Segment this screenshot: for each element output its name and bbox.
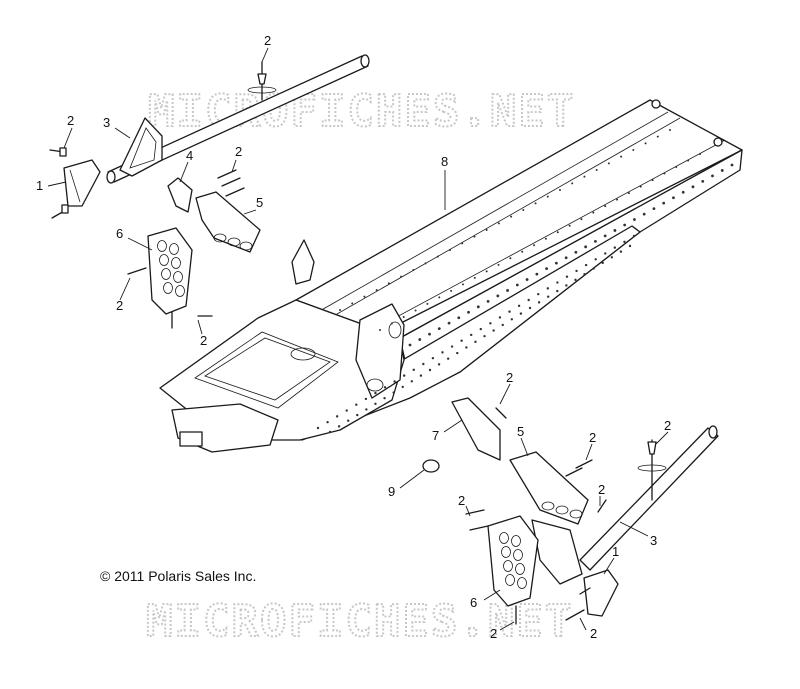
callout-2-d: 2	[116, 298, 123, 313]
callout-2-j: 2	[664, 418, 671, 433]
callout-7: 7	[432, 428, 439, 443]
lower-right-assembly	[422, 397, 719, 625]
callout-1-a: 1	[36, 178, 43, 193]
lower-support-bracket	[531, 519, 583, 585]
tunnel-rivets	[316, 129, 734, 434]
callout-5-a: 5	[256, 195, 263, 210]
upper-left-cross-tube-assembly	[49, 54, 370, 329]
upper-bracket-3	[119, 117, 163, 177]
callout-2-h: 2	[598, 482, 605, 497]
callout-8: 8	[441, 154, 448, 169]
bumper-9	[422, 459, 440, 473]
tunnel-front-ear	[291, 239, 315, 285]
copyright-notice: © 2011 Polaris Sales Inc.	[100, 568, 257, 584]
lower-bracket-1	[583, 569, 619, 617]
cross-tube-lower	[579, 427, 719, 571]
callout-4: 4	[186, 148, 193, 163]
callout-3-a: 3	[103, 115, 110, 130]
callout-2-e: 2	[200, 333, 207, 348]
bracket-7	[451, 397, 501, 461]
callout-3-b: 3	[650, 533, 657, 548]
callout-2-f: 2	[506, 370, 513, 385]
callout-2-g: 2	[589, 430, 596, 445]
shim-plate-4	[167, 177, 193, 213]
callout-9: 9	[388, 484, 395, 499]
leader-lines	[47, 47, 669, 631]
bulkhead-tower	[355, 303, 405, 399]
callout-1-b: 1	[612, 544, 619, 559]
callout-5-b: 5	[517, 424, 524, 439]
callout-2-a: 2	[264, 33, 271, 48]
callout-6-b: 6	[470, 595, 477, 610]
tunnel-rail	[402, 149, 743, 323]
footrest-bracket-5	[195, 191, 261, 253]
watermark-bottom: MICROFICHES.NET	[146, 596, 573, 647]
callout-2-l: 2	[590, 626, 597, 641]
callout-6-a: 6	[116, 226, 123, 241]
callout-2-k: 2	[490, 626, 497, 641]
callout-2-i: 2	[458, 493, 465, 508]
footrest-bracket-5-lower	[509, 451, 589, 525]
footrest-plate-6-lower	[487, 515, 539, 607]
upper-bracket-1	[63, 159, 101, 207]
callout-2-c: 2	[235, 144, 242, 159]
tunnel-assembly	[159, 99, 743, 453]
callout-2-b: 2	[67, 113, 74, 128]
